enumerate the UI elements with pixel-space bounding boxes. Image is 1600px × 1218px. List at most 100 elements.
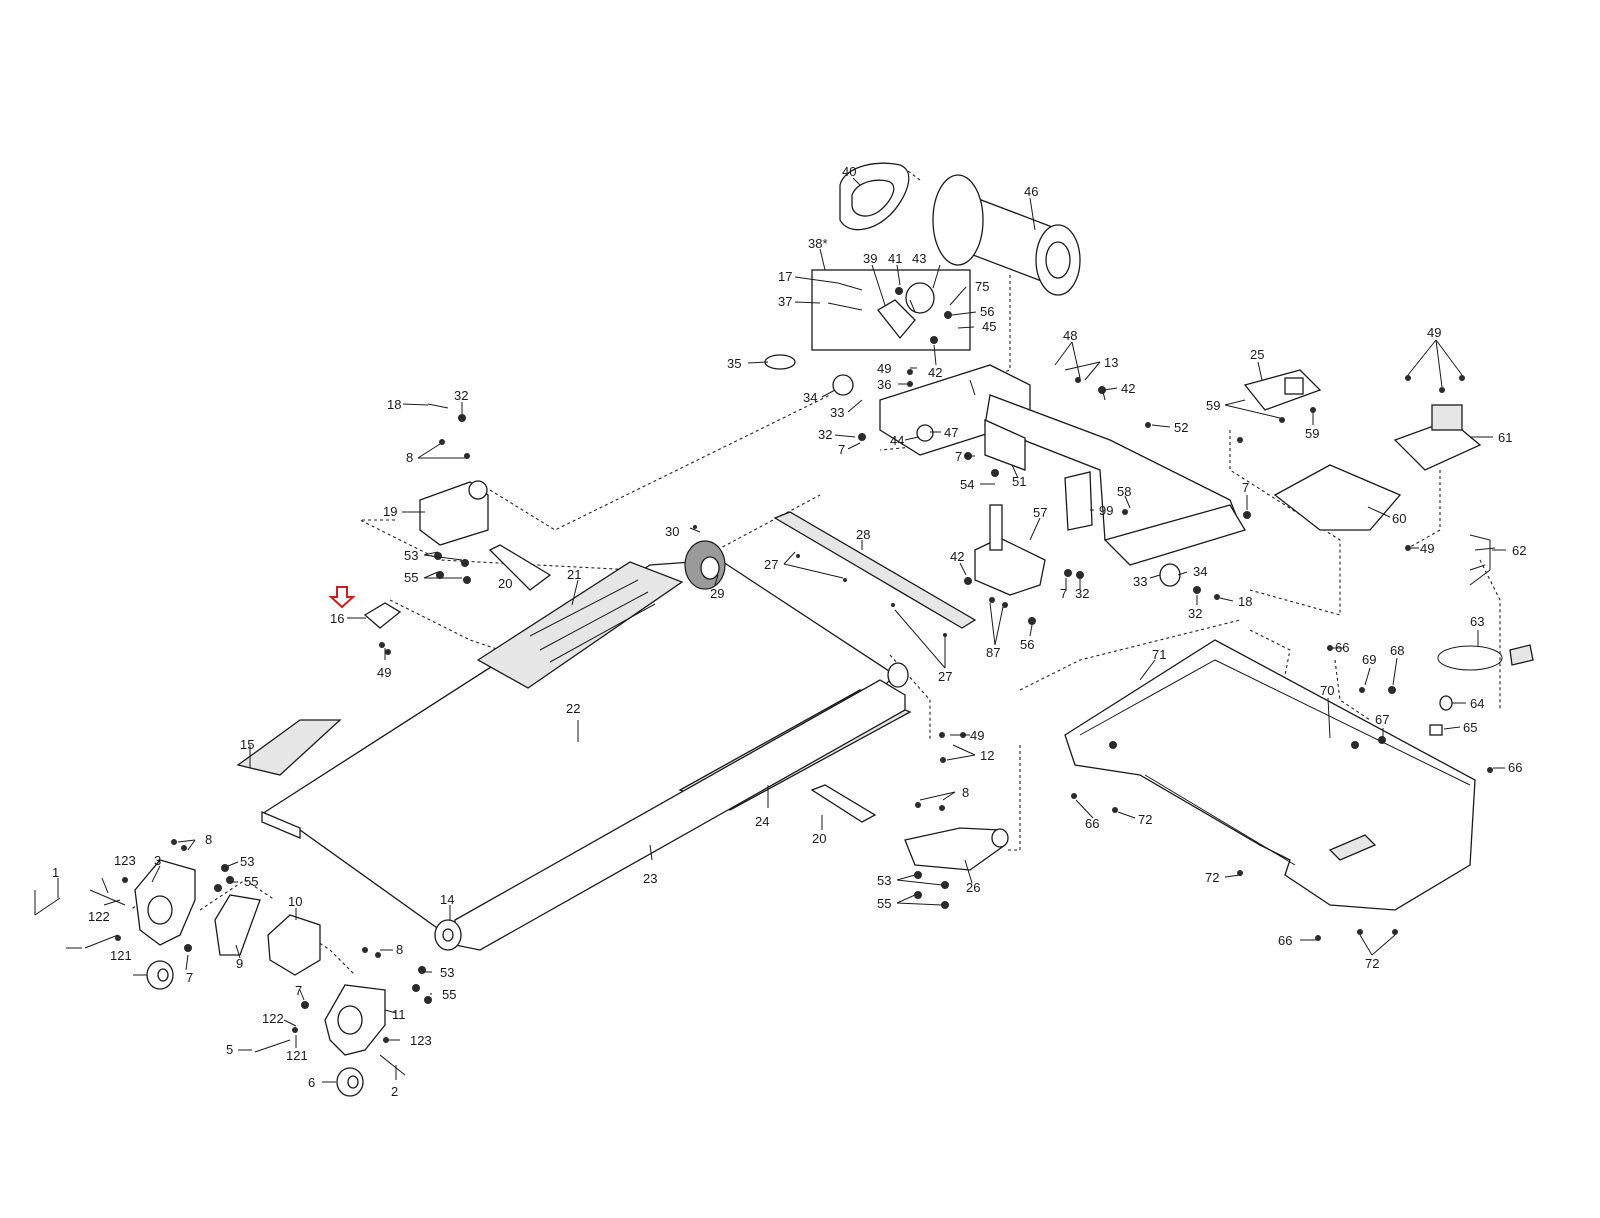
callout-122a: 122 xyxy=(88,909,110,924)
pivot-bracket-19 xyxy=(419,481,489,546)
callout-13: 13 xyxy=(1104,355,1118,370)
lift-shaft xyxy=(989,504,1003,551)
callout-66b: 66 xyxy=(1508,760,1522,775)
callout-17: 17 xyxy=(778,269,792,284)
callout-15: 15 xyxy=(240,737,254,752)
callout-21: 21 xyxy=(567,567,581,582)
callout-36: 36 xyxy=(877,377,891,392)
motor-hood-rail xyxy=(773,511,977,629)
power-cord xyxy=(1437,645,1503,671)
callout-49e: 49 xyxy=(970,728,984,743)
callout-57: 57 xyxy=(1033,505,1047,520)
callout-7c: 7 xyxy=(1242,480,1249,495)
callout-123b: 123 xyxy=(410,1033,432,1048)
callout-75: 75 xyxy=(975,279,989,294)
callout-72c: 72 xyxy=(1365,956,1379,971)
callout-41: 41 xyxy=(888,251,902,266)
callout-68: 68 xyxy=(1390,643,1404,658)
roller-44 xyxy=(916,424,934,442)
callout-8b: 8 xyxy=(962,785,969,800)
callout-47: 47 xyxy=(944,425,958,440)
callout-12: 12 xyxy=(980,748,994,763)
callout-1: 1 xyxy=(52,865,59,880)
callout-22: 22 xyxy=(566,701,580,716)
callout-55d: 55 xyxy=(442,987,456,1002)
callout-32d: 32 xyxy=(454,388,468,403)
callout-56b: 56 xyxy=(1020,637,1034,652)
callout-53a: 53 xyxy=(404,548,418,563)
callout-55b: 55 xyxy=(877,896,891,911)
callout-58: 58 xyxy=(1117,484,1131,499)
idler-pulley-43 xyxy=(905,282,935,314)
callout-7a: 7 xyxy=(838,442,845,457)
callout-123a: 123 xyxy=(114,853,136,868)
callout-66a: 66 xyxy=(1335,640,1349,655)
callout-34a: 34 xyxy=(803,390,817,405)
callout-38: 38* xyxy=(808,236,828,251)
bracket-16 xyxy=(363,602,402,629)
power-switch-64 xyxy=(1439,695,1453,711)
callout-7e: 7 xyxy=(186,970,193,985)
allen-wrench xyxy=(34,890,61,916)
front-right-bracket xyxy=(810,732,1009,909)
callout-7f: 7 xyxy=(295,983,302,998)
callout-61: 61 xyxy=(1498,430,1512,445)
callout-11: 11 xyxy=(392,1007,406,1022)
callout-2b: 2 xyxy=(391,1084,398,1099)
callout-44: 44 xyxy=(890,433,904,448)
callout-55c: 55 xyxy=(244,874,258,889)
callout-65: 65 xyxy=(1463,720,1477,735)
callout-55a: 55 xyxy=(404,570,418,585)
callout-9: 9 xyxy=(236,956,243,971)
callout-42c: 42 xyxy=(950,549,964,564)
wire-harness xyxy=(1469,534,1496,586)
callout-14: 14 xyxy=(440,892,454,907)
deck-cushion-strip xyxy=(236,719,342,776)
highlight-arrow-icon xyxy=(328,586,356,609)
deck-rail-left xyxy=(476,561,684,689)
callout-27b: 27 xyxy=(938,669,952,684)
callout-40: 40 xyxy=(842,164,856,179)
callout-42a: 42 xyxy=(928,365,942,380)
lift-motor xyxy=(974,537,1046,596)
callout-25: 25 xyxy=(1250,347,1264,362)
callout-99: 99 xyxy=(1099,503,1113,518)
callout-34b: 34 xyxy=(1193,564,1207,579)
callout-71: 71 xyxy=(1152,647,1166,662)
callout-121a: 121 xyxy=(110,948,132,963)
callout-20a: 20 xyxy=(498,576,512,591)
switch-65 xyxy=(1429,724,1443,736)
cord-loop xyxy=(764,354,796,370)
callout-3: 3 xyxy=(154,853,161,868)
endcap-cover-9 xyxy=(214,894,261,956)
callout-87: 87 xyxy=(986,645,1000,660)
callout-27a: 27 xyxy=(764,557,778,572)
callout-48: 48 xyxy=(1063,328,1077,343)
callout-66c: 66 xyxy=(1085,816,1099,831)
callout-49c: 49 xyxy=(1420,541,1434,556)
callout-49d: 49 xyxy=(377,665,391,680)
callout-8d: 8 xyxy=(396,942,403,957)
idler-bracket-39 xyxy=(877,299,916,340)
callout-18b: 18 xyxy=(1238,594,1252,609)
callout-59a: 59 xyxy=(1206,398,1220,413)
board-plate-60 xyxy=(1273,464,1402,531)
callout-30: 30 xyxy=(665,524,679,539)
callout-53b: 53 xyxy=(877,873,891,888)
callout-49a: 49 xyxy=(877,361,891,376)
callout-56a: 56 xyxy=(980,304,994,319)
deck-assembly xyxy=(236,511,977,951)
callout-6b: 6 xyxy=(308,1075,315,1090)
motor-tensioner-kit-box xyxy=(811,269,971,351)
callout-59b: 59 xyxy=(1305,426,1319,441)
motor-hood xyxy=(1064,639,1476,911)
endcap-cover-10 xyxy=(267,914,321,976)
callout-66d: 66 xyxy=(1278,933,1292,948)
callout-19: 19 xyxy=(383,504,397,519)
callout-28: 28 xyxy=(856,527,870,542)
callout-63: 63 xyxy=(1470,614,1484,629)
bracket-20 xyxy=(488,544,552,591)
callout-20b: 20 xyxy=(812,831,826,846)
callout-33b: 33 xyxy=(1133,574,1147,589)
